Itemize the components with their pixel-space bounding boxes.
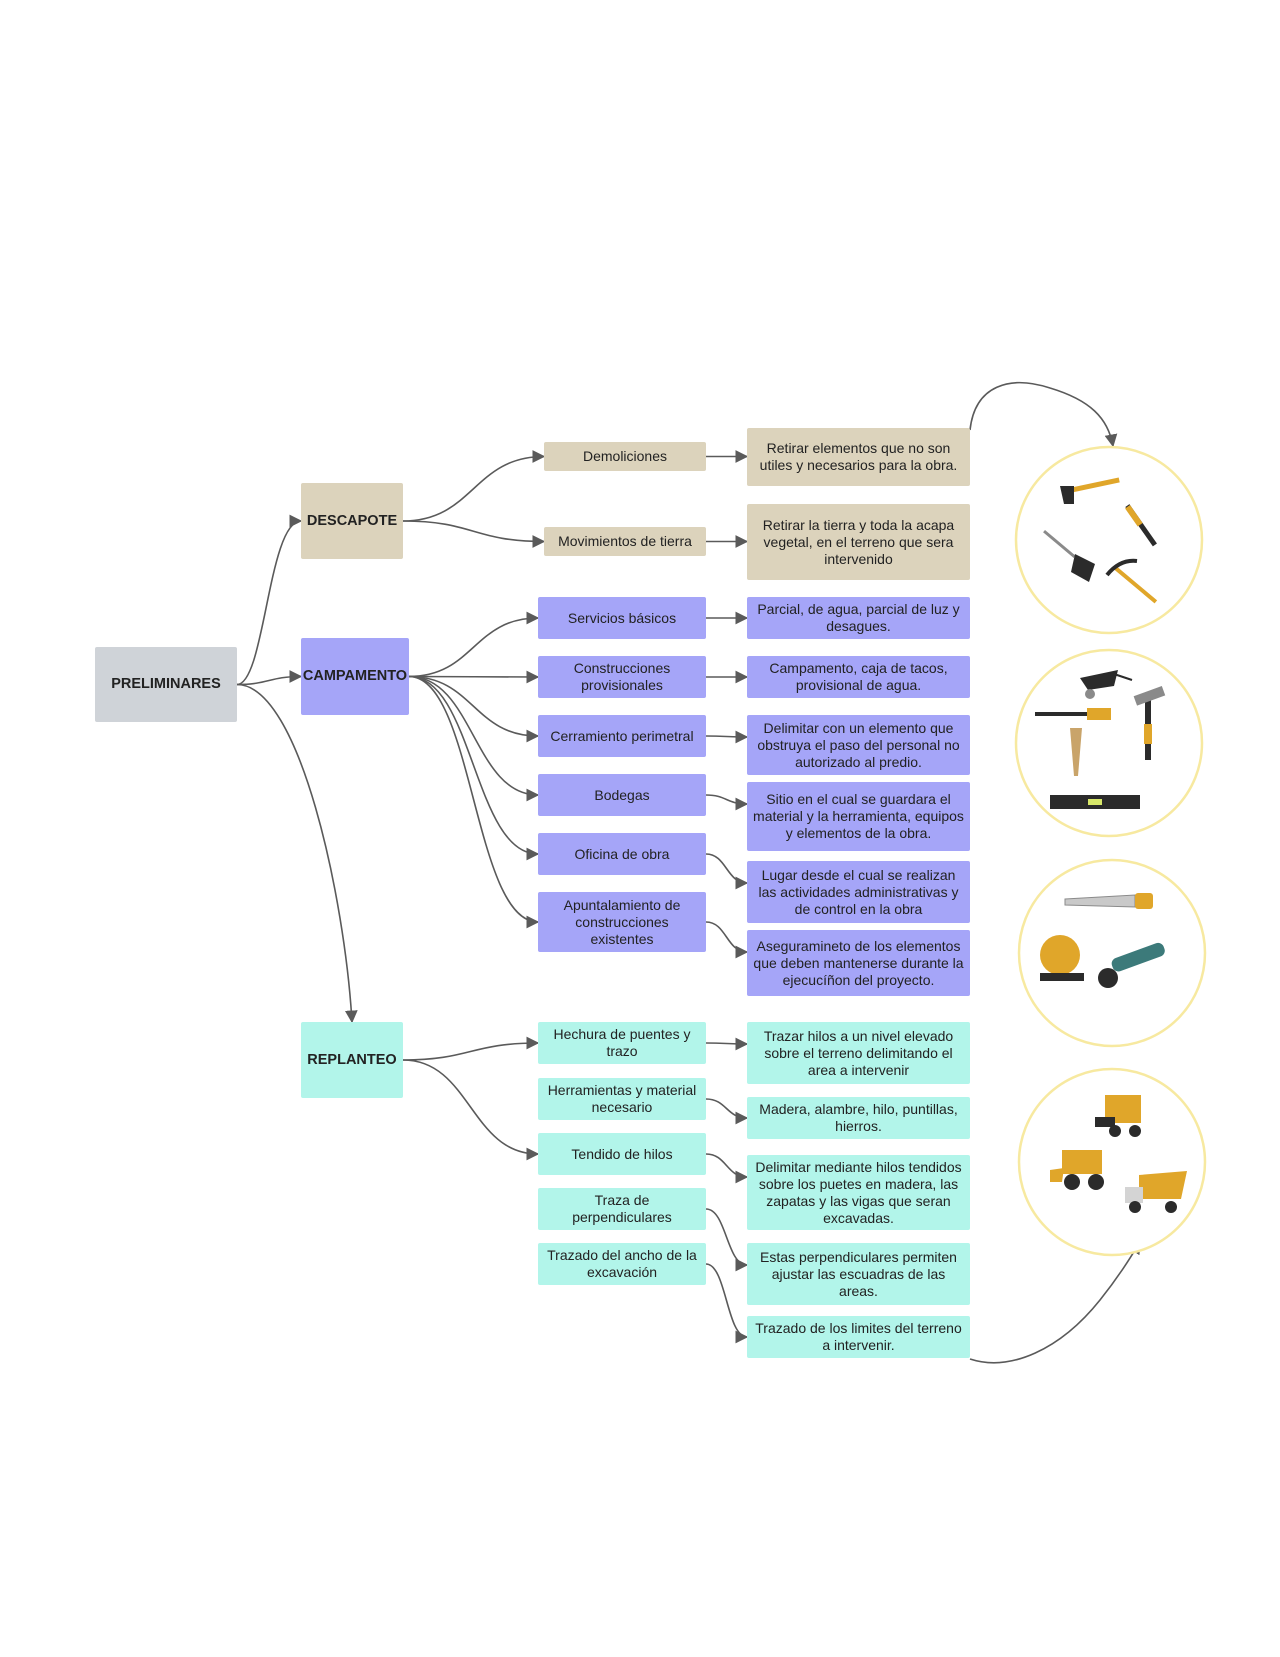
item-node-demoliciones: Demoliciones	[544, 442, 706, 471]
handsaw-icon	[1064, 893, 1153, 909]
edge-branch-item	[408, 675, 540, 802]
detail-node-construcciones-provisionales: Campamento, caja de tacos, provisional d…	[747, 656, 970, 698]
item-node-herramientas-y-material: Herramientas y material necesario	[538, 1078, 706, 1120]
edge-item-detail	[705, 1263, 749, 1344]
wheelbarrow-icon	[1080, 670, 1133, 699]
edge-item-detail	[705, 794, 749, 811]
edge-branch-item	[402, 1059, 540, 1161]
detail-node-trazado-del-ancho: Trazado de los limites del terreno a int…	[747, 1316, 970, 1358]
item-node-oficina-de-obra: Oficina de obra	[538, 833, 706, 875]
skid-steer-loader-icon	[1095, 1095, 1141, 1137]
shovel-icon	[1043, 530, 1095, 582]
detail-node-apuntalamiento: Aseguramineto de los elementos que deben…	[747, 930, 970, 996]
edge-to-tools-top	[969, 381, 1118, 448]
dump-truck-icon	[1125, 1171, 1187, 1213]
edge-item-detail	[705, 853, 749, 890]
branch-node-campamento: CAMPAMENTO	[301, 638, 409, 715]
edge-item-detail	[705, 1208, 749, 1272]
edge-branch-item	[408, 675, 540, 743]
tool-group	[1014, 445, 1204, 635]
drill-bit-icon	[1070, 728, 1082, 776]
detail-node-oficina-de-obra: Lugar desde el cual se realizan las acti…	[747, 861, 970, 923]
tool-circle	[1017, 858, 1207, 1048]
edge-item-detail	[705, 1098, 749, 1125]
item-node-bodegas: Bodegas	[538, 774, 706, 816]
edge-root-campamento	[236, 670, 303, 686]
edge-root-replanteo	[236, 683, 358, 1024]
edge-item-detail	[705, 730, 749, 744]
branch-node-descapote: DESCAPOTE	[301, 483, 403, 559]
edge-branch-item	[402, 450, 546, 522]
edge-item-detail	[705, 1153, 749, 1184]
edge-root-descapote	[236, 514, 303, 686]
tool-circle	[1017, 1067, 1207, 1257]
branch-node-replanteo: REPLANTEO	[301, 1022, 403, 1098]
edge-item-detail	[705, 921, 749, 959]
spirit-level-icon	[1050, 795, 1140, 809]
item-node-servicios-basicos: Servicios básicos	[538, 597, 706, 639]
item-node-cerramiento-perimetral: Cerramiento perimetral	[538, 715, 706, 757]
detail-node-servicios-basicos: Parcial, de agua, parcial de luz y desag…	[747, 597, 970, 639]
detail-node-demoliciones: Retirar elementos que no son utiles y ne…	[747, 428, 970, 486]
detail-node-hechura-de-puentes: Trazar hilos a un nivel elevado sobre el…	[747, 1022, 970, 1084]
item-node-construcciones-provisionales: Construcciones provisionales	[538, 656, 706, 698]
wheel-loader-icon	[1050, 1150, 1104, 1190]
item-node-tendido-de-hilos: Tendido de hilos	[538, 1133, 706, 1175]
detail-node-bodegas: Sitio en el cual se guardara el material…	[747, 782, 970, 851]
hoe-icon	[1060, 477, 1120, 504]
detail-node-tendido-de-hilos: Delimitar mediante hilos tendidos sobre …	[747, 1155, 970, 1230]
detail-node-traza-de-perpendiculares: Estas perpendiculares permiten ajustar l…	[747, 1243, 970, 1305]
tool-group	[1017, 858, 1207, 1048]
tool-circle	[1014, 445, 1204, 635]
hammer-icon	[1133, 685, 1166, 760]
item-node-traza-de-perpendiculares: Traza de perpendiculares	[538, 1188, 706, 1230]
chisel-icon	[1035, 708, 1111, 720]
edge-branch-item	[408, 611, 540, 678]
item-node-hechura-de-puentes: Hechura de puentes y trazo	[538, 1022, 706, 1064]
brush-icon	[1125, 504, 1157, 547]
edge-branch-item	[402, 520, 546, 548]
detail-node-movimientos-de-tierra: Retirar la tierra y toda la acapa vegeta…	[747, 504, 970, 580]
edge-to-tools-bottom	[969, 1240, 1141, 1364]
angle-grinder-icon	[1098, 942, 1165, 988]
edge-branch-item	[408, 675, 540, 861]
item-node-movimientos-de-tierra: Movimientos de tierra	[544, 527, 706, 556]
edge-branch-item	[408, 675, 540, 929]
edge-branch-item	[402, 1036, 540, 1061]
detail-node-cerramiento-perimetral: Delimitar con un elemento que obstruya e…	[747, 715, 970, 775]
cutoff-saw-icon	[1040, 935, 1084, 981]
tool-group	[1017, 1067, 1207, 1257]
detail-node-herramientas-y-material: Madera, alambre, hilo, puntillas, hierro…	[747, 1097, 970, 1139]
edge-item-detail	[705, 1037, 749, 1051]
root-node-preliminares: PRELIMINARES	[95, 647, 237, 722]
pickaxe-icon	[1105, 558, 1158, 604]
item-node-apuntalamiento: Apuntalamiento de construcciones existen…	[538, 892, 706, 952]
edge-branch-item	[408, 670, 540, 684]
item-node-trazado-del-ancho: Trazado del ancho de la excavación	[538, 1243, 706, 1285]
